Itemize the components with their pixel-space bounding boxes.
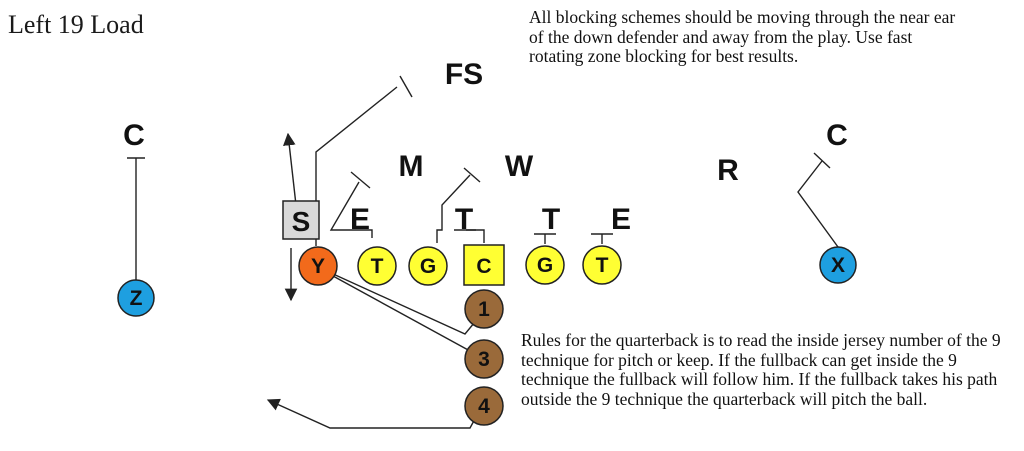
x-block-cap [813, 152, 831, 169]
mike-label: M [399, 150, 424, 183]
tb-path-line [266, 398, 483, 429]
rover-label: R [717, 154, 739, 187]
left-guard-circle [408, 246, 448, 286]
fullback-circle [464, 339, 504, 379]
strong-safety: S [282, 200, 320, 240]
lg-block-cap [463, 167, 481, 183]
y-block-cap [399, 75, 413, 98]
right-tackle-def-label: T [542, 203, 560, 236]
right-tackle-circle [582, 245, 622, 285]
left-corner-label: C [123, 119, 145, 152]
left-guard-label: G [420, 255, 436, 278]
free-safety-label: FS [445, 58, 483, 91]
right-end-label: E [611, 203, 631, 236]
x-receiver-label: X [831, 254, 845, 277]
right-tackle-label: T [596, 254, 609, 277]
lt-route-line [329, 181, 373, 238]
center-square [463, 244, 505, 286]
blocking-note: All blocking schemes should be moving th… [529, 7, 956, 66]
lt-block-cap [350, 171, 371, 189]
right-guard-label: G [537, 254, 553, 277]
z-receiver-circle [117, 279, 155, 317]
ss-move-up-arrow [283, 132, 297, 206]
fullback-label: 3 [478, 348, 490, 371]
defense-labels: FS C C M W R E T T E [123, 58, 848, 236]
tight-end-label: Y [311, 255, 325, 278]
tight-end-circle [298, 246, 338, 286]
lg-route-line [436, 174, 471, 243]
offense-players [117, 244, 857, 426]
quarterback-circle [464, 289, 504, 329]
route-lines [127, 75, 839, 429]
z-receiver-label: Z [130, 287, 143, 310]
right-corner-label: C [826, 119, 848, 152]
left-tackle-label: T [371, 255, 384, 278]
quarterback-note: Rules for the quarterback is to read the… [521, 330, 1001, 409]
x-receiver-circle [819, 246, 857, 284]
left-tackle-def-label: T [455, 203, 473, 236]
will-label: W [505, 150, 534, 183]
fb-path-line [332, 275, 471, 352]
strong-safety-box [282, 200, 320, 240]
center-label: C [476, 255, 491, 278]
right-guard-circle [525, 245, 565, 285]
play-title: Left 19 Load [8, 10, 144, 39]
offense-labels: Z Y T G C G T X 1 3 4 [130, 254, 845, 418]
quarterback-label: 1 [478, 298, 490, 321]
tailback-label: 4 [478, 395, 490, 418]
strong-safety-label: S [292, 206, 311, 237]
left-end-label: E [350, 203, 370, 236]
x-route-line [797, 160, 839, 248]
left-tackle-circle [357, 246, 397, 286]
tailback-circle [464, 386, 504, 426]
qb-path-line [319, 267, 485, 335]
